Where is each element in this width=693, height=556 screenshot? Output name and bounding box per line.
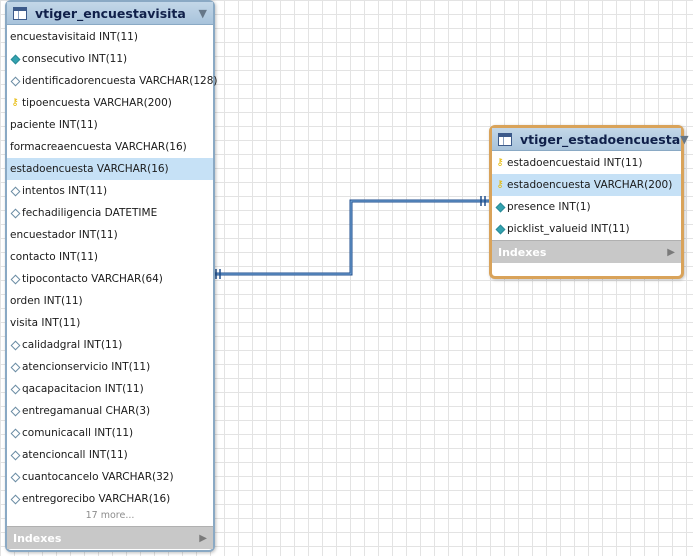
nullable-column-icon: [10, 362, 20, 372]
table-title: vtiger_estadoencuesta: [520, 131, 681, 147]
primary-key-icon: ⚷: [496, 157, 504, 168]
column-row[interactable]: atencionservicio INT(11): [7, 356, 213, 378]
column-row[interactable]: entregamanual CHAR(3): [7, 400, 213, 422]
column-row[interactable]: contacto INT(11): [7, 246, 213, 268]
column-row[interactable]: ⚷tipoencuesta VARCHAR(200): [7, 92, 213, 114]
column-row[interactable]: visita INT(11): [7, 312, 213, 334]
column-row[interactable]: encuestador INT(11): [7, 224, 213, 246]
collapse-arrow-icon[interactable]: ▼: [198, 6, 207, 20]
column-row[interactable]: intentos INT(11): [7, 180, 213, 202]
column-label: estadoencuesta VARCHAR(16): [10, 163, 169, 175]
column-label: fechadiligencia DATETIME: [22, 207, 158, 219]
one-cardinality-marker-left: [215, 269, 221, 279]
column-list: ⚷estadoencuestaid INT(11)⚷estadoencuesta…: [492, 151, 681, 240]
column-row[interactable]: qacapacitacion INT(11): [7, 378, 213, 400]
column-label: encuestavisitaid INT(11): [10, 31, 138, 43]
column-row[interactable]: orden INT(11): [7, 290, 213, 312]
nullable-column-icon: [10, 208, 20, 218]
not-null-column-icon: [495, 202, 505, 212]
nullable-column-icon: [10, 274, 20, 284]
nullable-column-icon: [10, 472, 20, 482]
table-icon: [498, 132, 512, 146]
column-row[interactable]: encuestavisitaid INT(11): [7, 26, 213, 48]
column-label: contacto INT(11): [10, 251, 98, 263]
column-row[interactable]: identificadorencuesta VARCHAR(128): [7, 70, 218, 92]
nullable-column-icon: [10, 76, 20, 86]
column-label: intentos INT(11): [22, 185, 108, 197]
indexes-section[interactable]: Indexes ▶: [492, 240, 681, 263]
column-row[interactable]: tipocontacto VARCHAR(64): [7, 268, 213, 290]
expand-arrow-icon[interactable]: ▶: [199, 532, 207, 544]
column-row[interactable]: picklist_valueid INT(11): [492, 218, 681, 240]
column-row[interactable]: paciente INT(11): [7, 114, 213, 136]
column-label: estadoencuesta VARCHAR(200): [507, 179, 673, 191]
table-header[interactable]: vtiger_estadoencuesta ▼: [492, 128, 689, 151]
column-label: cuantocancelo VARCHAR(32): [22, 471, 174, 483]
column-row[interactable]: fechadiligencia DATETIME: [7, 202, 213, 224]
nullable-column-icon: [10, 340, 20, 350]
column-row[interactable]: presence INT(1): [492, 196, 681, 218]
column-label: visita INT(11): [10, 317, 81, 329]
column-label: encuestador INT(11): [10, 229, 118, 241]
column-label: orden INT(11): [10, 295, 83, 307]
table-vtiger-encuestavisita[interactable]: vtiger_encuestavisita ▼ encuestavisitaid…: [5, 0, 218, 552]
table-title: vtiger_encuestavisita: [35, 5, 186, 21]
column-label: picklist_valueid INT(11): [507, 223, 630, 235]
nullable-column-icon: [10, 494, 20, 504]
column-label: tipocontacto VARCHAR(64): [22, 273, 163, 285]
column-label: atencioncall INT(11): [22, 449, 128, 461]
expand-arrow-icon[interactable]: ▶: [667, 246, 675, 258]
primary-key-icon: ⚷: [11, 97, 19, 108]
nullable-column-icon: [10, 384, 20, 394]
column-row[interactable]: consecutivo INT(11): [7, 48, 213, 70]
column-label: tipoencuesta VARCHAR(200): [22, 97, 172, 109]
indexes-label: Indexes: [13, 531, 62, 545]
not-null-column-icon: [10, 54, 20, 64]
collapse-arrow-icon[interactable]: ▼: [680, 132, 689, 146]
column-row[interactable]: calidadgral INT(11): [7, 334, 213, 356]
column-row[interactable]: entregorecibo VARCHAR(16): [7, 488, 213, 510]
column-label: estadoencuestaid INT(11): [507, 157, 643, 169]
column-label: comunicacall INT(11): [22, 427, 134, 439]
column-label: entregorecibo VARCHAR(16): [22, 493, 171, 505]
not-null-column-icon: [495, 224, 505, 234]
column-label: presence INT(1): [507, 201, 591, 213]
more-columns-label[interactable]: 17 more...: [85, 510, 135, 521]
column-label: paciente INT(11): [10, 119, 98, 131]
indexes-label: Indexes: [498, 245, 547, 259]
one-cardinality-marker-right: [480, 196, 486, 206]
column-row[interactable]: ⚷estadoencuesta VARCHAR(200): [492, 174, 681, 196]
column-label: consecutivo INT(11): [22, 53, 128, 65]
column-label: atencionservicio INT(11): [22, 361, 151, 373]
table-vtiger-estadoencuesta[interactable]: vtiger_estadoencuesta ▼ ⚷estadoencuestai…: [489, 125, 689, 279]
column-row[interactable]: comunicacall INT(11): [7, 422, 213, 444]
primary-key-icon: ⚷: [496, 179, 504, 190]
nullable-column-icon: [10, 186, 20, 196]
table-header[interactable]: vtiger_encuestavisita ▼: [7, 2, 213, 25]
nullable-column-icon: [10, 428, 20, 438]
table-icon: [13, 6, 27, 20]
column-list: encuestavisitaid INT(11) consecutivo INT(…: [7, 25, 218, 510]
column-label: calidadgral INT(11): [22, 339, 123, 351]
column-label: entregamanual CHAR(3): [22, 405, 151, 417]
column-label: formacreaencuesta VARCHAR(16): [10, 141, 187, 153]
column-row[interactable]: atencioncall INT(11): [7, 444, 213, 466]
column-row[interactable]: ⚷estadoencuestaid INT(11): [492, 152, 681, 174]
indexes-section[interactable]: Indexes ▶: [7, 526, 213, 549]
nullable-column-icon: [10, 450, 20, 460]
nullable-column-icon: [10, 406, 20, 416]
column-label: qacapacitacion INT(11): [22, 383, 144, 395]
column-row[interactable]: cuantocancelo VARCHAR(32): [7, 466, 213, 488]
column-label: identificadorencuesta VARCHAR(128): [22, 75, 218, 87]
column-row[interactable]: formacreaencuesta VARCHAR(16): [7, 136, 213, 158]
column-row[interactable]: estadoencuesta VARCHAR(16): [7, 158, 213, 180]
